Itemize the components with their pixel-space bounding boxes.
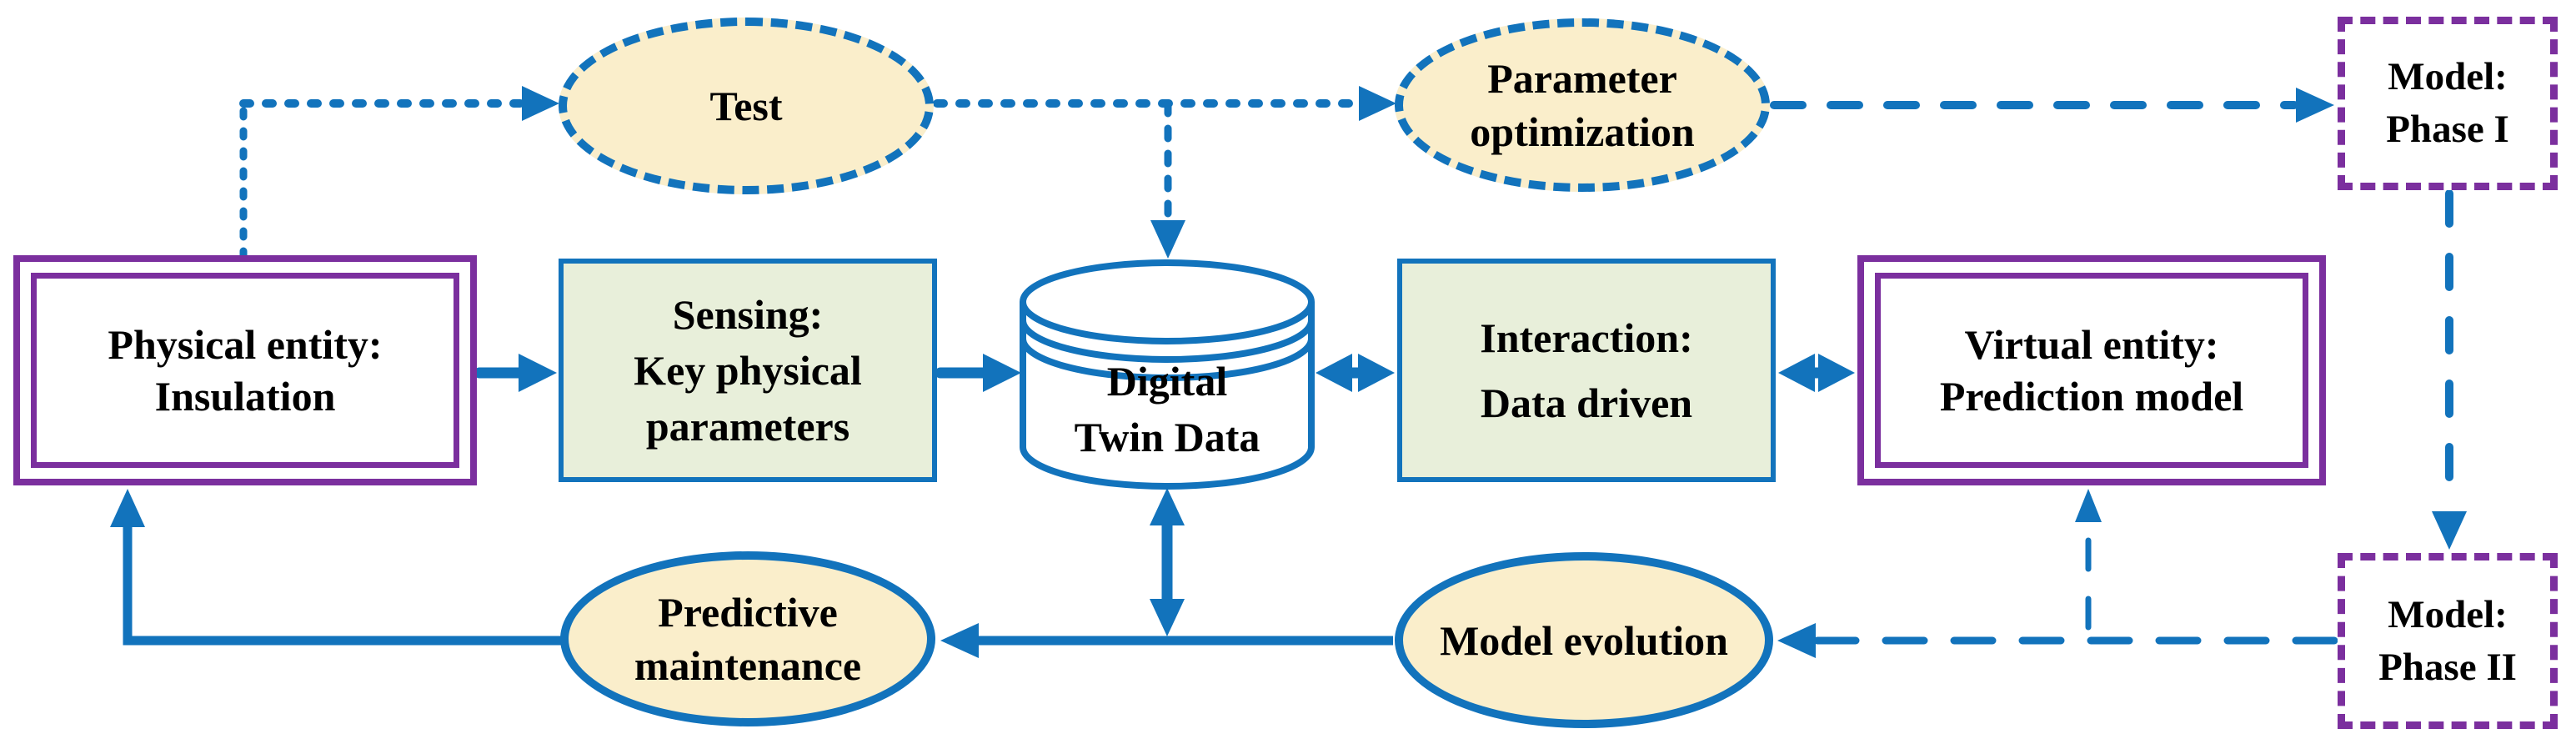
arrow-branch-to-virtual-entity — [2075, 489, 2102, 631]
arrow-predictive-maintenance-to-physical — [110, 489, 563, 646]
arrow-parameter-optimization-to-phase1 — [1770, 88, 2334, 123]
arrow-phase1-to-phase2 — [2432, 189, 2467, 550]
arrow-physical-to-sensing — [474, 354, 557, 392]
model-evolution-ellipse: Model evolution — [1395, 552, 1773, 728]
physical-entity-label: Physical entity: Insulation — [31, 273, 459, 468]
arrow-phase2-to-model-evolution — [1777, 623, 2338, 658]
arrow-test-to-parameter-optimization — [933, 86, 1396, 121]
interaction-box: Interaction: Data driven — [1397, 259, 1776, 482]
arrow-digital-twin-data-interaction — [1316, 354, 1395, 392]
arrow-model-evolution-to-predictive-maintenance — [940, 623, 1393, 658]
model-phase-2-box: Model: Phase II — [2338, 553, 2558, 729]
predictive-maintenance-ellipse: Predictive maintenance — [560, 551, 935, 726]
physical-entity-box: Physical entity: Insulation — [13, 255, 477, 485]
digital-twin-data-label: Digital Twin Data — [1074, 358, 1260, 460]
arrow-interaction-virtual-entity — [1778, 354, 1855, 392]
parameter-optimization-ellipse: Parameter optimization — [1395, 18, 1770, 192]
virtual-entity-box: Virtual entity: Prediction model — [1857, 255, 2326, 485]
sensing-box: Sensing: Key physical parameters — [559, 259, 937, 482]
arrow-branch-to-cylinder-top — [1150, 99, 1185, 259]
test-ellipse: Test — [559, 18, 934, 194]
database-cylinder-icon — [1020, 259, 1315, 490]
model-phase-1-box: Model: Phase I — [2338, 17, 2558, 190]
virtual-entity-label: Virtual entity: Prediction model — [1875, 273, 2308, 468]
arrow-sensing-to-digital-twin-data — [935, 354, 1021, 392]
arrow-digital-twin-data-feedback — [1150, 488, 1185, 636]
arrow-physical-to-test — [239, 86, 559, 261]
